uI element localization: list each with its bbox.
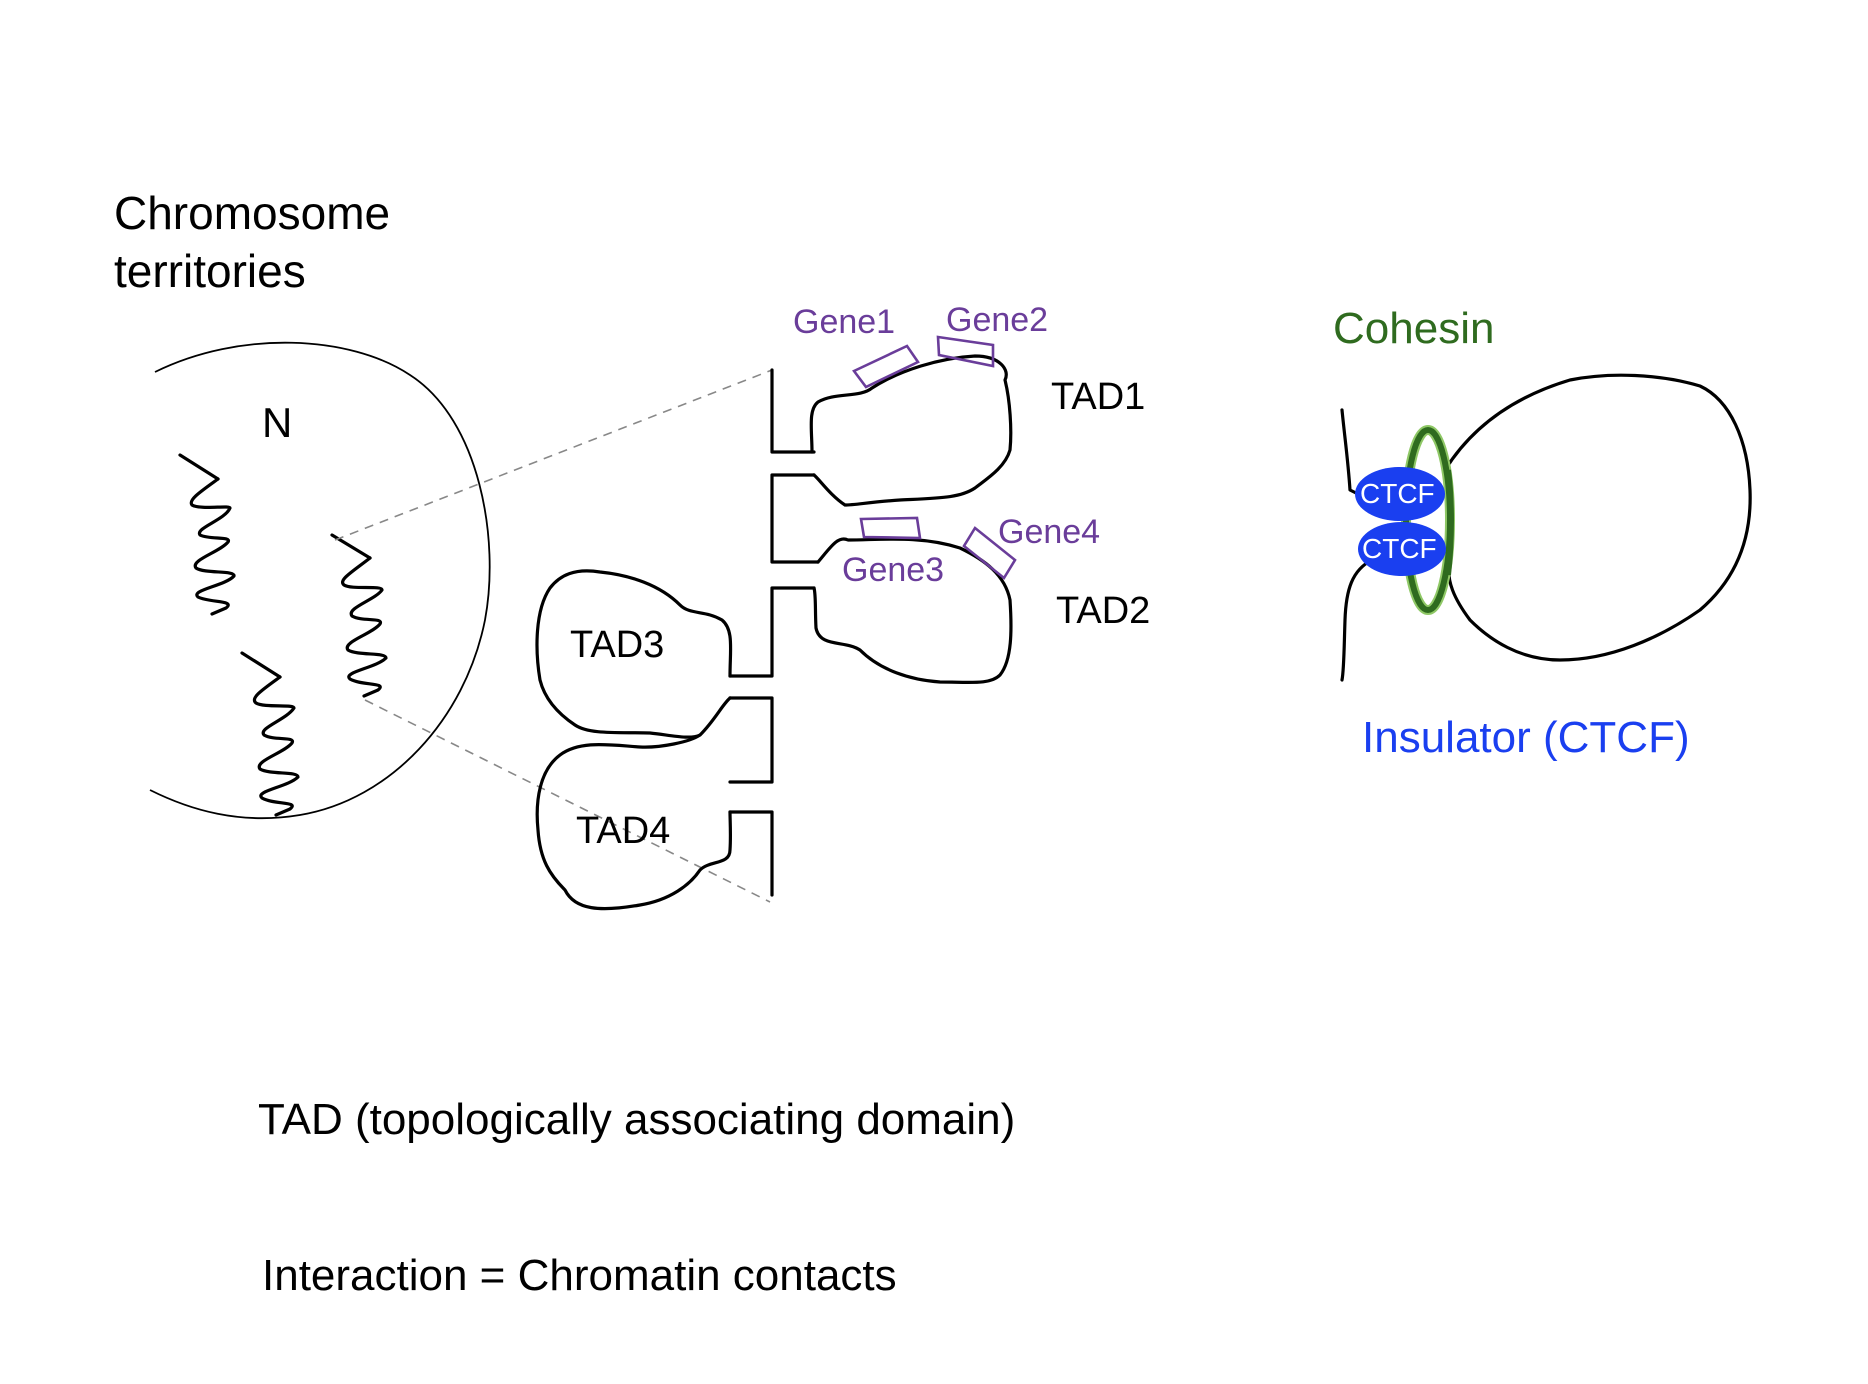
ctcf-bottom-label: CTCF	[1362, 533, 1437, 564]
chromatin-backbone	[728, 368, 820, 897]
cohesin-label: Cohesin	[1333, 304, 1495, 353]
gene4-label: Gene4	[998, 513, 1101, 551]
title-line2: territories	[114, 245, 306, 297]
gene3-box	[859, 516, 922, 540]
gene1-box	[852, 344, 920, 389]
tad3-label: TAD3	[570, 624, 665, 666]
interaction-definition: Interaction = Chromatin contacts	[262, 1251, 897, 1300]
title-line1: Chromosome	[114, 187, 391, 239]
tad2-label: TAD2	[1056, 590, 1151, 632]
tad1-loop	[809, 354, 1013, 507]
chromosome-1	[178, 453, 236, 616]
insulator-label: Insulator (CTCF)	[1362, 713, 1690, 762]
ctcf-top-label: CTCF	[1360, 478, 1435, 509]
gene2-box	[936, 335, 995, 368]
chromatin-strand-bottom	[1340, 558, 1374, 682]
chromosome-3	[240, 651, 300, 817]
tad4-label: TAD4	[576, 810, 671, 852]
tad3-loop	[535, 569, 733, 739]
chromosome-2	[330, 533, 388, 698]
chromosome-territories-title: Chromosome territories	[114, 184, 390, 300]
nucleus-outline	[149, 341, 491, 820]
tad-definition: TAD (topologically associating domain)	[258, 1095, 1016, 1144]
chromatin-strand-top	[1340, 408, 1372, 502]
cohesin-ring-front	[1445, 469, 1454, 576]
ctcf-top	[1355, 467, 1445, 521]
gene1-label: Gene1	[793, 303, 896, 341]
tad1-label: TAD1	[1051, 376, 1146, 418]
zoom-guide-top	[334, 369, 773, 541]
tad4-loop	[535, 733, 733, 911]
nucleus-label: N	[262, 399, 293, 446]
gene3-label: Gene3	[842, 551, 945, 589]
cohesin-loop	[1443, 373, 1752, 662]
cohesin-ring-inner	[1403, 427, 1453, 613]
tad2-loop	[812, 537, 1013, 685]
gene4-box	[962, 526, 1017, 580]
gene2-label: Gene2	[946, 301, 1049, 339]
zoom-guide-bottom	[364, 699, 771, 903]
ctcf-bottom	[1358, 522, 1446, 576]
